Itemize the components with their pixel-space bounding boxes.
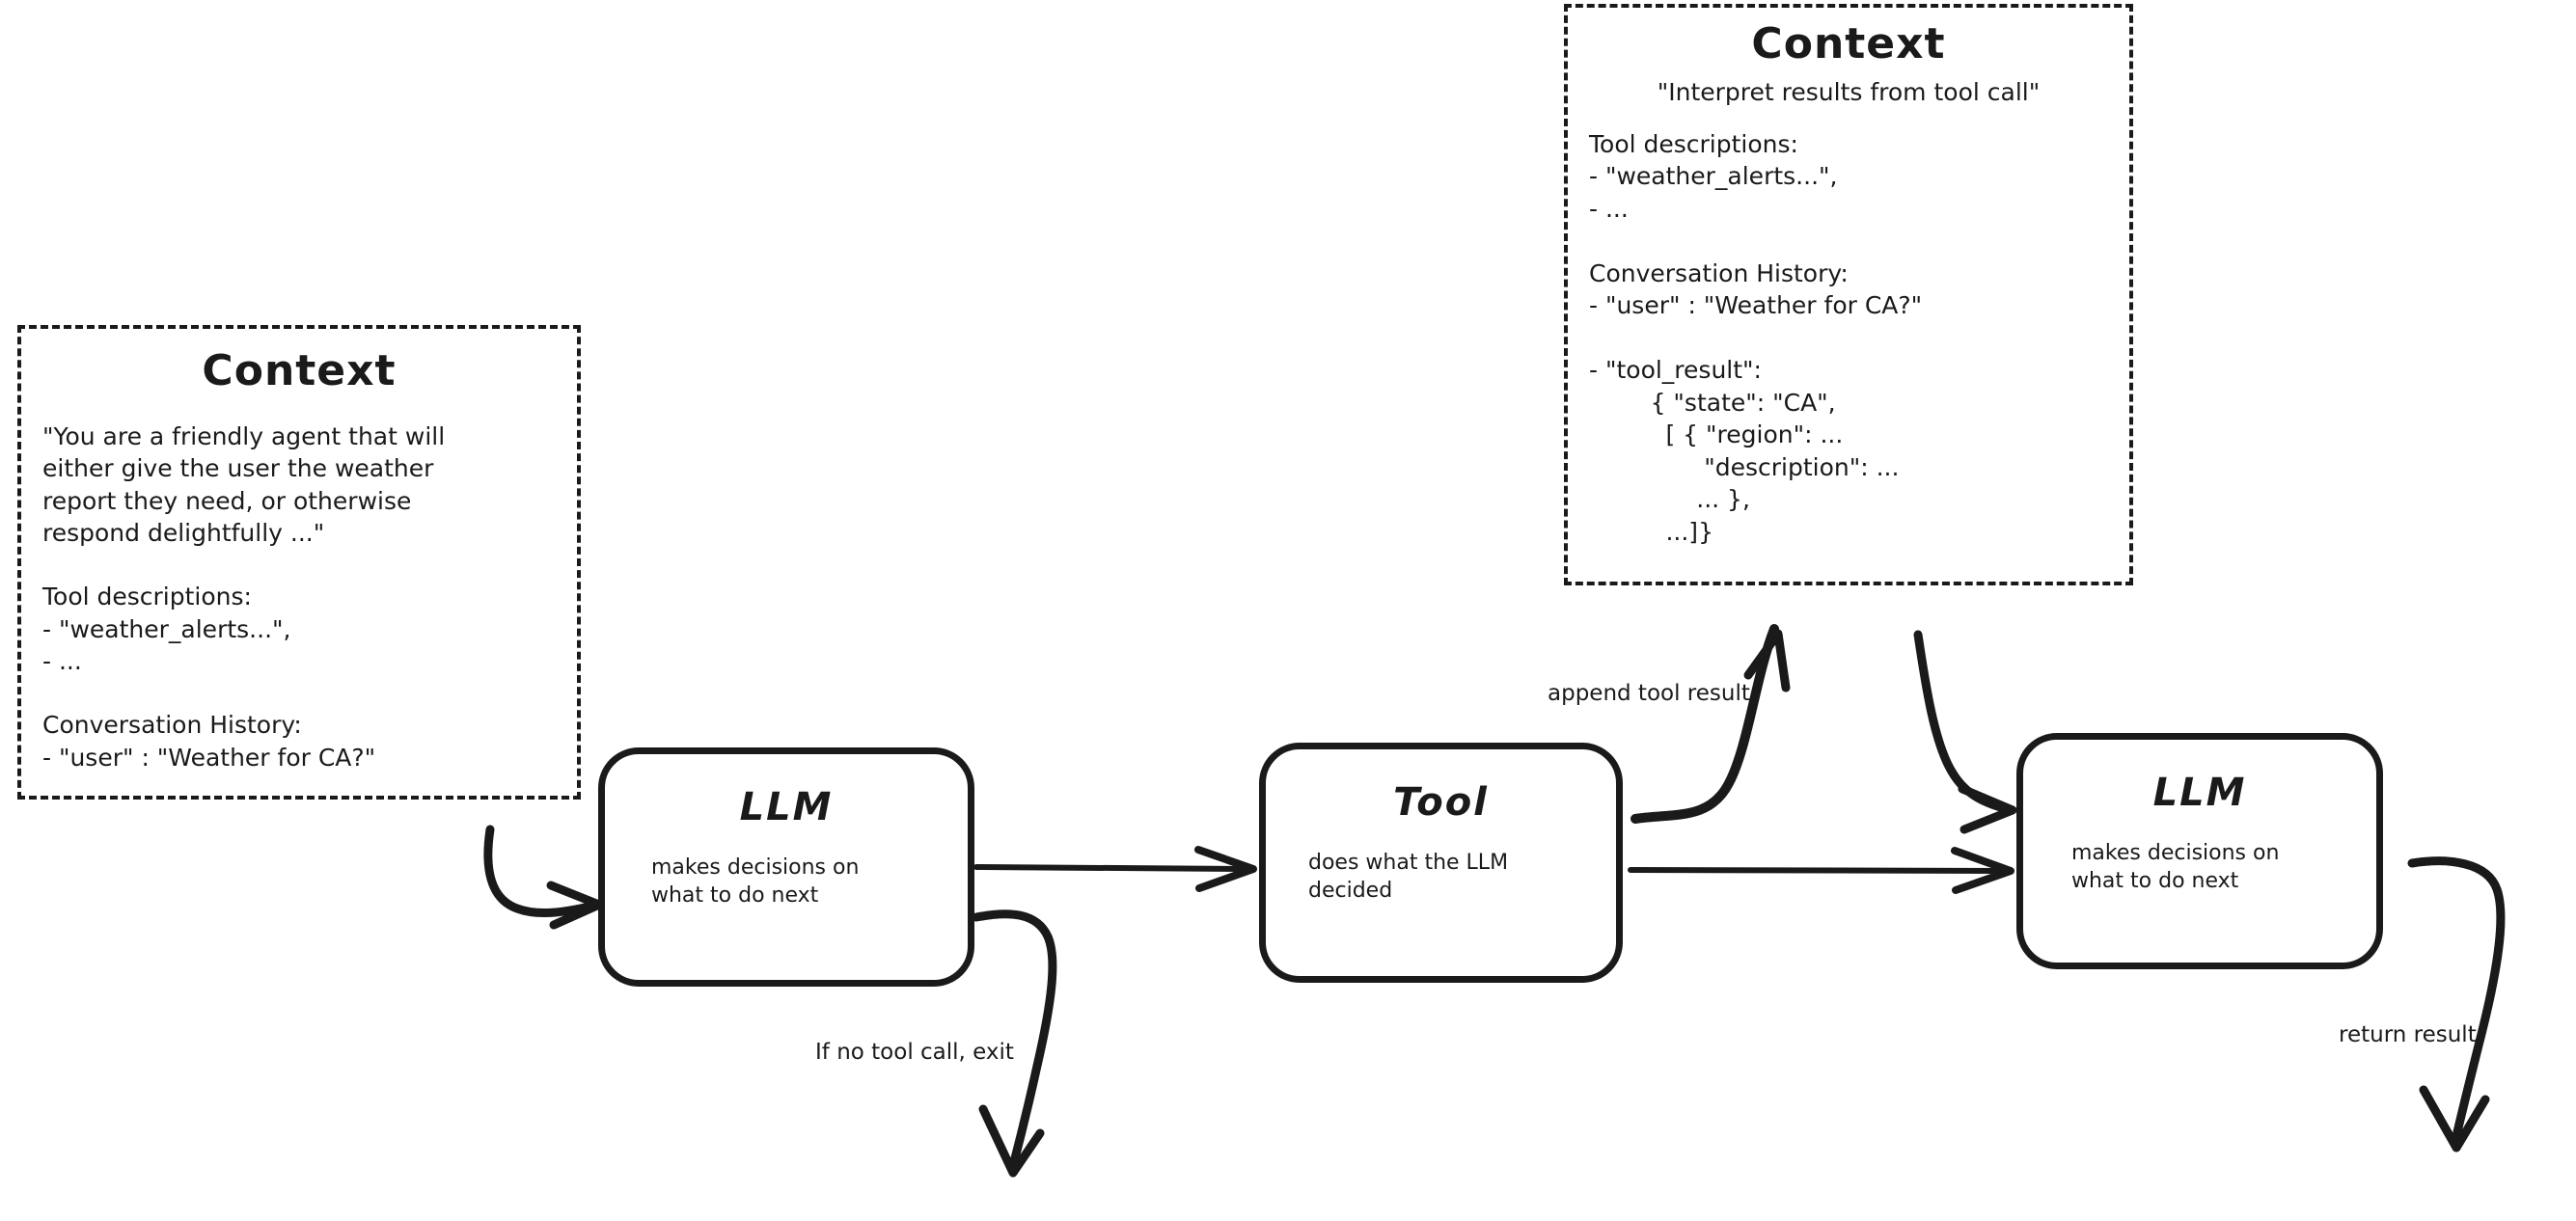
context-left-body: "You are a friendly agent that will eith… — [42, 422, 446, 772]
node-llm-2-title: LLM — [2152, 771, 2247, 815]
node-llm-1-title: LLM — [739, 785, 834, 829]
arrow-tool-to-context — [1631, 624, 1791, 824]
node-llm-1-subtitle: makes decisions on what to do next — [651, 855, 860, 908]
context-right-title: Context — [1751, 19, 1946, 68]
node-llm-2-subtitle: makes decisions on what to do next — [2071, 841, 2280, 893]
arrow-context-to-llm2 — [1913, 630, 2017, 834]
arrow-tool-to-llm2 — [1628, 847, 2014, 894]
arrow-llm1-to-tool — [973, 846, 1257, 892]
context-box-right: Context "Interpret results from tool cal… — [1564, 4, 2133, 585]
context-left-title: Context — [202, 346, 397, 395]
context-right-detail: Tool descriptions: - "weather_alerts..."… — [1589, 129, 1923, 546]
edge-label-llm1-exit: If no tool call, exit — [815, 1040, 1014, 1065]
context-box-left: Context "You are a friendly agent that w… — [17, 325, 581, 800]
context-right-body: "Interpret results from tool call" Tool d… — [1568, 68, 2129, 548]
context-right-lead: "Interpret results from tool call" — [1657, 78, 2041, 106]
arrow-llm2-return — [2407, 856, 2506, 1153]
node-tool-title: Tool — [1393, 780, 1489, 825]
edge-label-append-tool-result: append tool result — [1548, 681, 1750, 706]
node-llm-1[interactable]: LLM makes decisions on what to do next — [598, 747, 974, 987]
edge-label-return-result: return result — [2339, 1022, 2477, 1047]
node-tool-subtitle: does what the LLM decided — [1308, 851, 1509, 903]
arrow-context-to-llm1 — [483, 825, 604, 930]
node-tool[interactable]: Tool does what the LLM decided — [1259, 743, 1623, 983]
node-llm-2[interactable]: LLM makes decisions on what to do next — [2016, 733, 2383, 969]
